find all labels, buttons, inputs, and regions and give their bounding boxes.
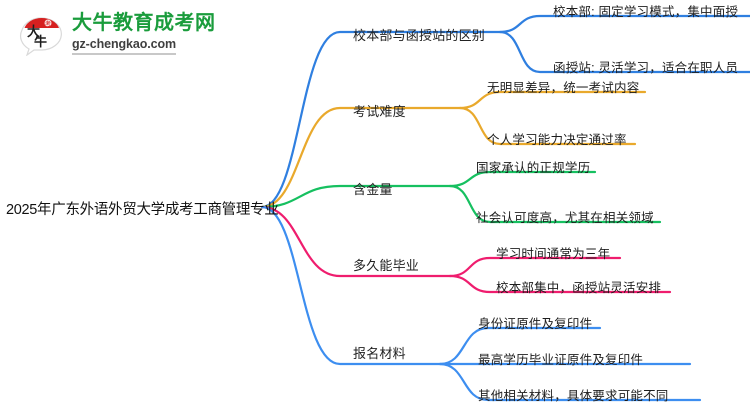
branch-fork-1a [498,14,750,34]
branch-label-4[interactable]: 多久能毕业 [353,258,420,273]
leaf-label-4-1[interactable]: 学习时间通常为三年 [496,247,611,261]
branch-label-2[interactable]: 考试难度 [353,104,406,119]
leaf-label-1-2[interactable]: 函授站: 灵活学习，适合在职人员 [553,61,739,75]
branch-label-5[interactable]: 报名材料 [353,346,406,361]
branch-label-1[interactable]: 校本部与函授站的区别 [353,28,486,43]
branch-curve-4 [260,205,452,278]
logo-name-cn: 大牛教育成考网 [72,12,216,34]
logo-url: gz-chengkao.com [72,36,176,55]
leaf-label-3-1[interactable]: 国家承认的正规学历 [476,161,591,175]
leaf-label-3-2[interactable]: 社会认可度高，尤其在相关领域 [476,211,654,225]
daniu-logo-icon: 大 牛 考 [19,17,62,56]
branch-fork-3a [448,170,597,188]
branch-curve-1 [260,30,502,209]
leaf-label-5-3[interactable]: 其他相关材料，具体要求可能不同 [478,389,669,403]
branch-curve-3 [260,184,452,209]
leaf-label-1-1[interactable]: 校本部: 固定学习模式，集中面授 [553,5,739,19]
branch-fork-3b [448,184,662,224]
leaf-label-2-2[interactable]: 个人学习能力决定通过率 [487,133,627,147]
branch-fork-1b [498,30,750,74]
branch-fork-5c [438,362,702,402]
svg-text:大: 大 [27,24,40,39]
svg-text:考: 考 [45,20,51,28]
branch-fork-2a [458,90,647,110]
leaf-label-5-2[interactable]: 最高学历毕业证原件及复印件 [478,353,644,367]
root-node-label[interactable]: 2025年广东外语外贸大学成考工商管理专业 [6,202,279,218]
leaf-label-4-2[interactable]: 校本部集中，函授站灵活安排 [496,281,662,295]
branch-fork-4b [448,274,672,294]
branch-label-3[interactable]: 含金量 [353,182,393,197]
site-logo: 大 牛 考 大牛教育成考网 gz-chengkao.com [18,10,248,58]
svg-text:牛: 牛 [34,34,47,49]
branch-fork-4a [448,256,622,278]
branch-curve-2 [260,106,462,209]
branch-fork-2b [458,106,637,146]
branch-fork-5a [438,326,602,366]
leaf-label-5-1[interactable]: 身份证原件及复印件 [478,317,593,331]
branch-curve-5 [260,205,442,366]
leaf-label-2-1[interactable]: 无明显差异，统一考试内容 [487,81,640,95]
